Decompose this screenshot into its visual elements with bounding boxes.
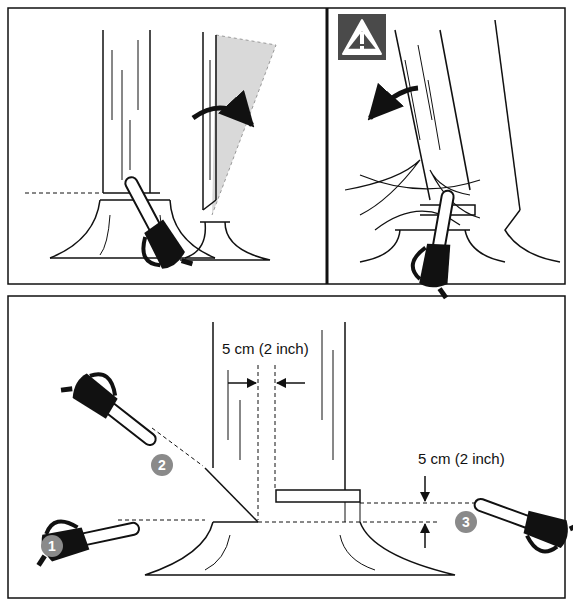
callout-number: 2 bbox=[158, 457, 166, 473]
callout-number: 1 bbox=[48, 538, 56, 554]
trunk-section bbox=[145, 322, 455, 575]
dimension-label: 5 cm (2 inch) bbox=[222, 340, 309, 358]
warning-box bbox=[338, 14, 386, 60]
dimension-arrows bbox=[228, 383, 425, 548]
callout-circle bbox=[41, 535, 63, 557]
chainsaw bbox=[109, 170, 193, 282]
kickback-scene bbox=[345, 20, 560, 262]
dimension-lines bbox=[118, 365, 485, 522]
dimension-label: 5 cm (2 inch) bbox=[418, 450, 505, 468]
panel-divider bbox=[326, 8, 329, 284]
panel-frame bbox=[8, 8, 565, 284]
callout-circle bbox=[455, 511, 477, 533]
panel-frame bbox=[8, 296, 565, 598]
chainsaw bbox=[31, 506, 143, 566]
callout-circle bbox=[151, 454, 173, 476]
warning-triangle bbox=[343, 20, 381, 54]
chainsaw bbox=[61, 360, 168, 456]
callout-number: 3 bbox=[462, 514, 470, 530]
chainsaw bbox=[467, 488, 573, 560]
chainsaw bbox=[408, 187, 464, 298]
